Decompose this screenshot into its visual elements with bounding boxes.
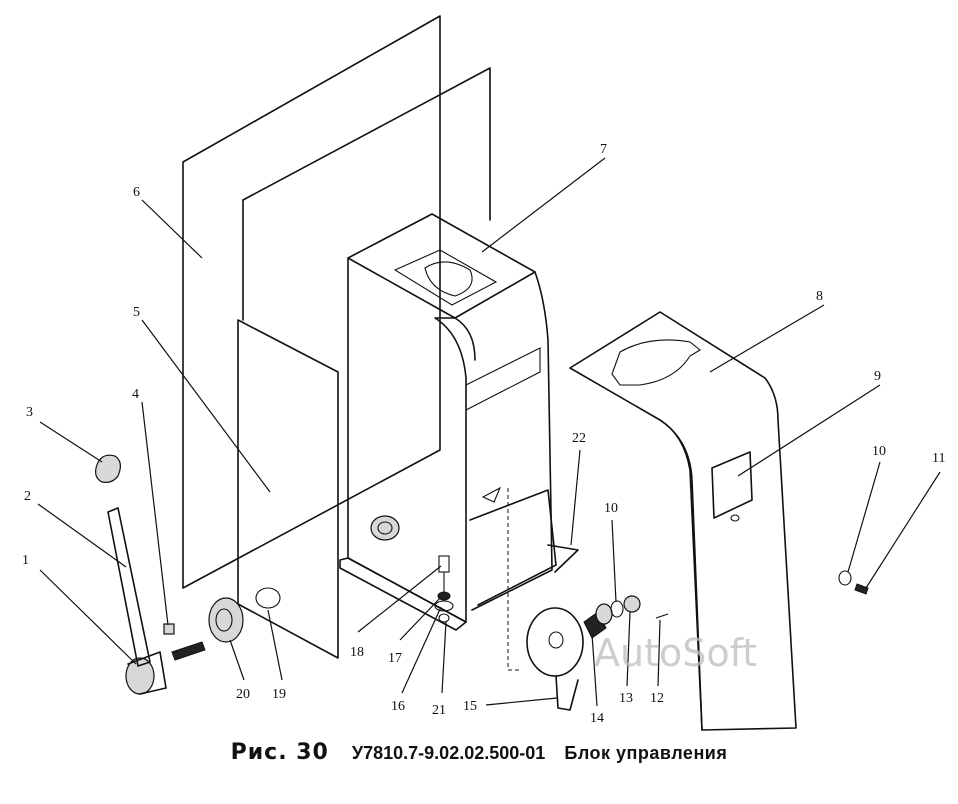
callout-9: 9 [874,369,881,384]
callout-2: 2 [24,489,31,504]
callout-13: 13 [619,691,633,706]
callout-10-right: 10 [872,444,886,459]
part-6-rear-panel [182,15,441,589]
part-20-flange [208,597,244,643]
callout-17: 17 [388,651,402,666]
part-5-panel [237,67,491,659]
part-2-lever-rod [107,507,151,667]
washer-screw-right [838,570,869,595]
callout-20: 20 [236,687,250,702]
callout-10-center: 10 [604,501,618,516]
part-15-disc-arm [526,607,584,711]
part-4-key [163,623,206,661]
callout-15: 15 [463,699,477,714]
callout-22: 22 [572,431,586,446]
fastener-stack-16-18-21 [434,555,454,623]
part-3-knob [95,454,121,483]
callout-3: 3 [26,405,33,420]
callout-19: 19 [272,687,286,702]
callout-7: 7 [600,142,607,157]
callout-6: 6 [133,185,140,200]
part-1-lever-hub [125,651,167,695]
callout-12: 12 [650,691,664,706]
callout-21: 21 [432,703,446,718]
callout-18: 18 [350,645,364,660]
part-7-column-housing [339,213,579,671]
watermark: AutoSoft [594,631,757,675]
drawing-code: У7810.7-9.02.02.500-01 [351,743,546,763]
callout-14: 14 [590,711,604,726]
figure-caption: Рис. 30 У7810.7-9.02.02.500-01 Блок упра… [0,740,958,780]
callout-5: 5 [133,305,140,320]
figure-number: Рис. 30 [230,740,329,765]
callout-4: 4 [132,387,139,402]
callout-1: 1 [22,553,29,568]
part-8-front-cover [569,311,797,731]
callout-16: 16 [391,699,405,714]
spring-nut-washer-pin [583,595,669,639]
callout-8: 8 [816,289,823,304]
callout-11: 11 [932,451,945,466]
leader-lines [37,157,941,707]
figure-title: Блок управления [564,743,728,763]
callout-numbers: 1 2 3 4 5 6 7 8 9 10 11 12 13 14 15 16 1… [22,142,945,726]
